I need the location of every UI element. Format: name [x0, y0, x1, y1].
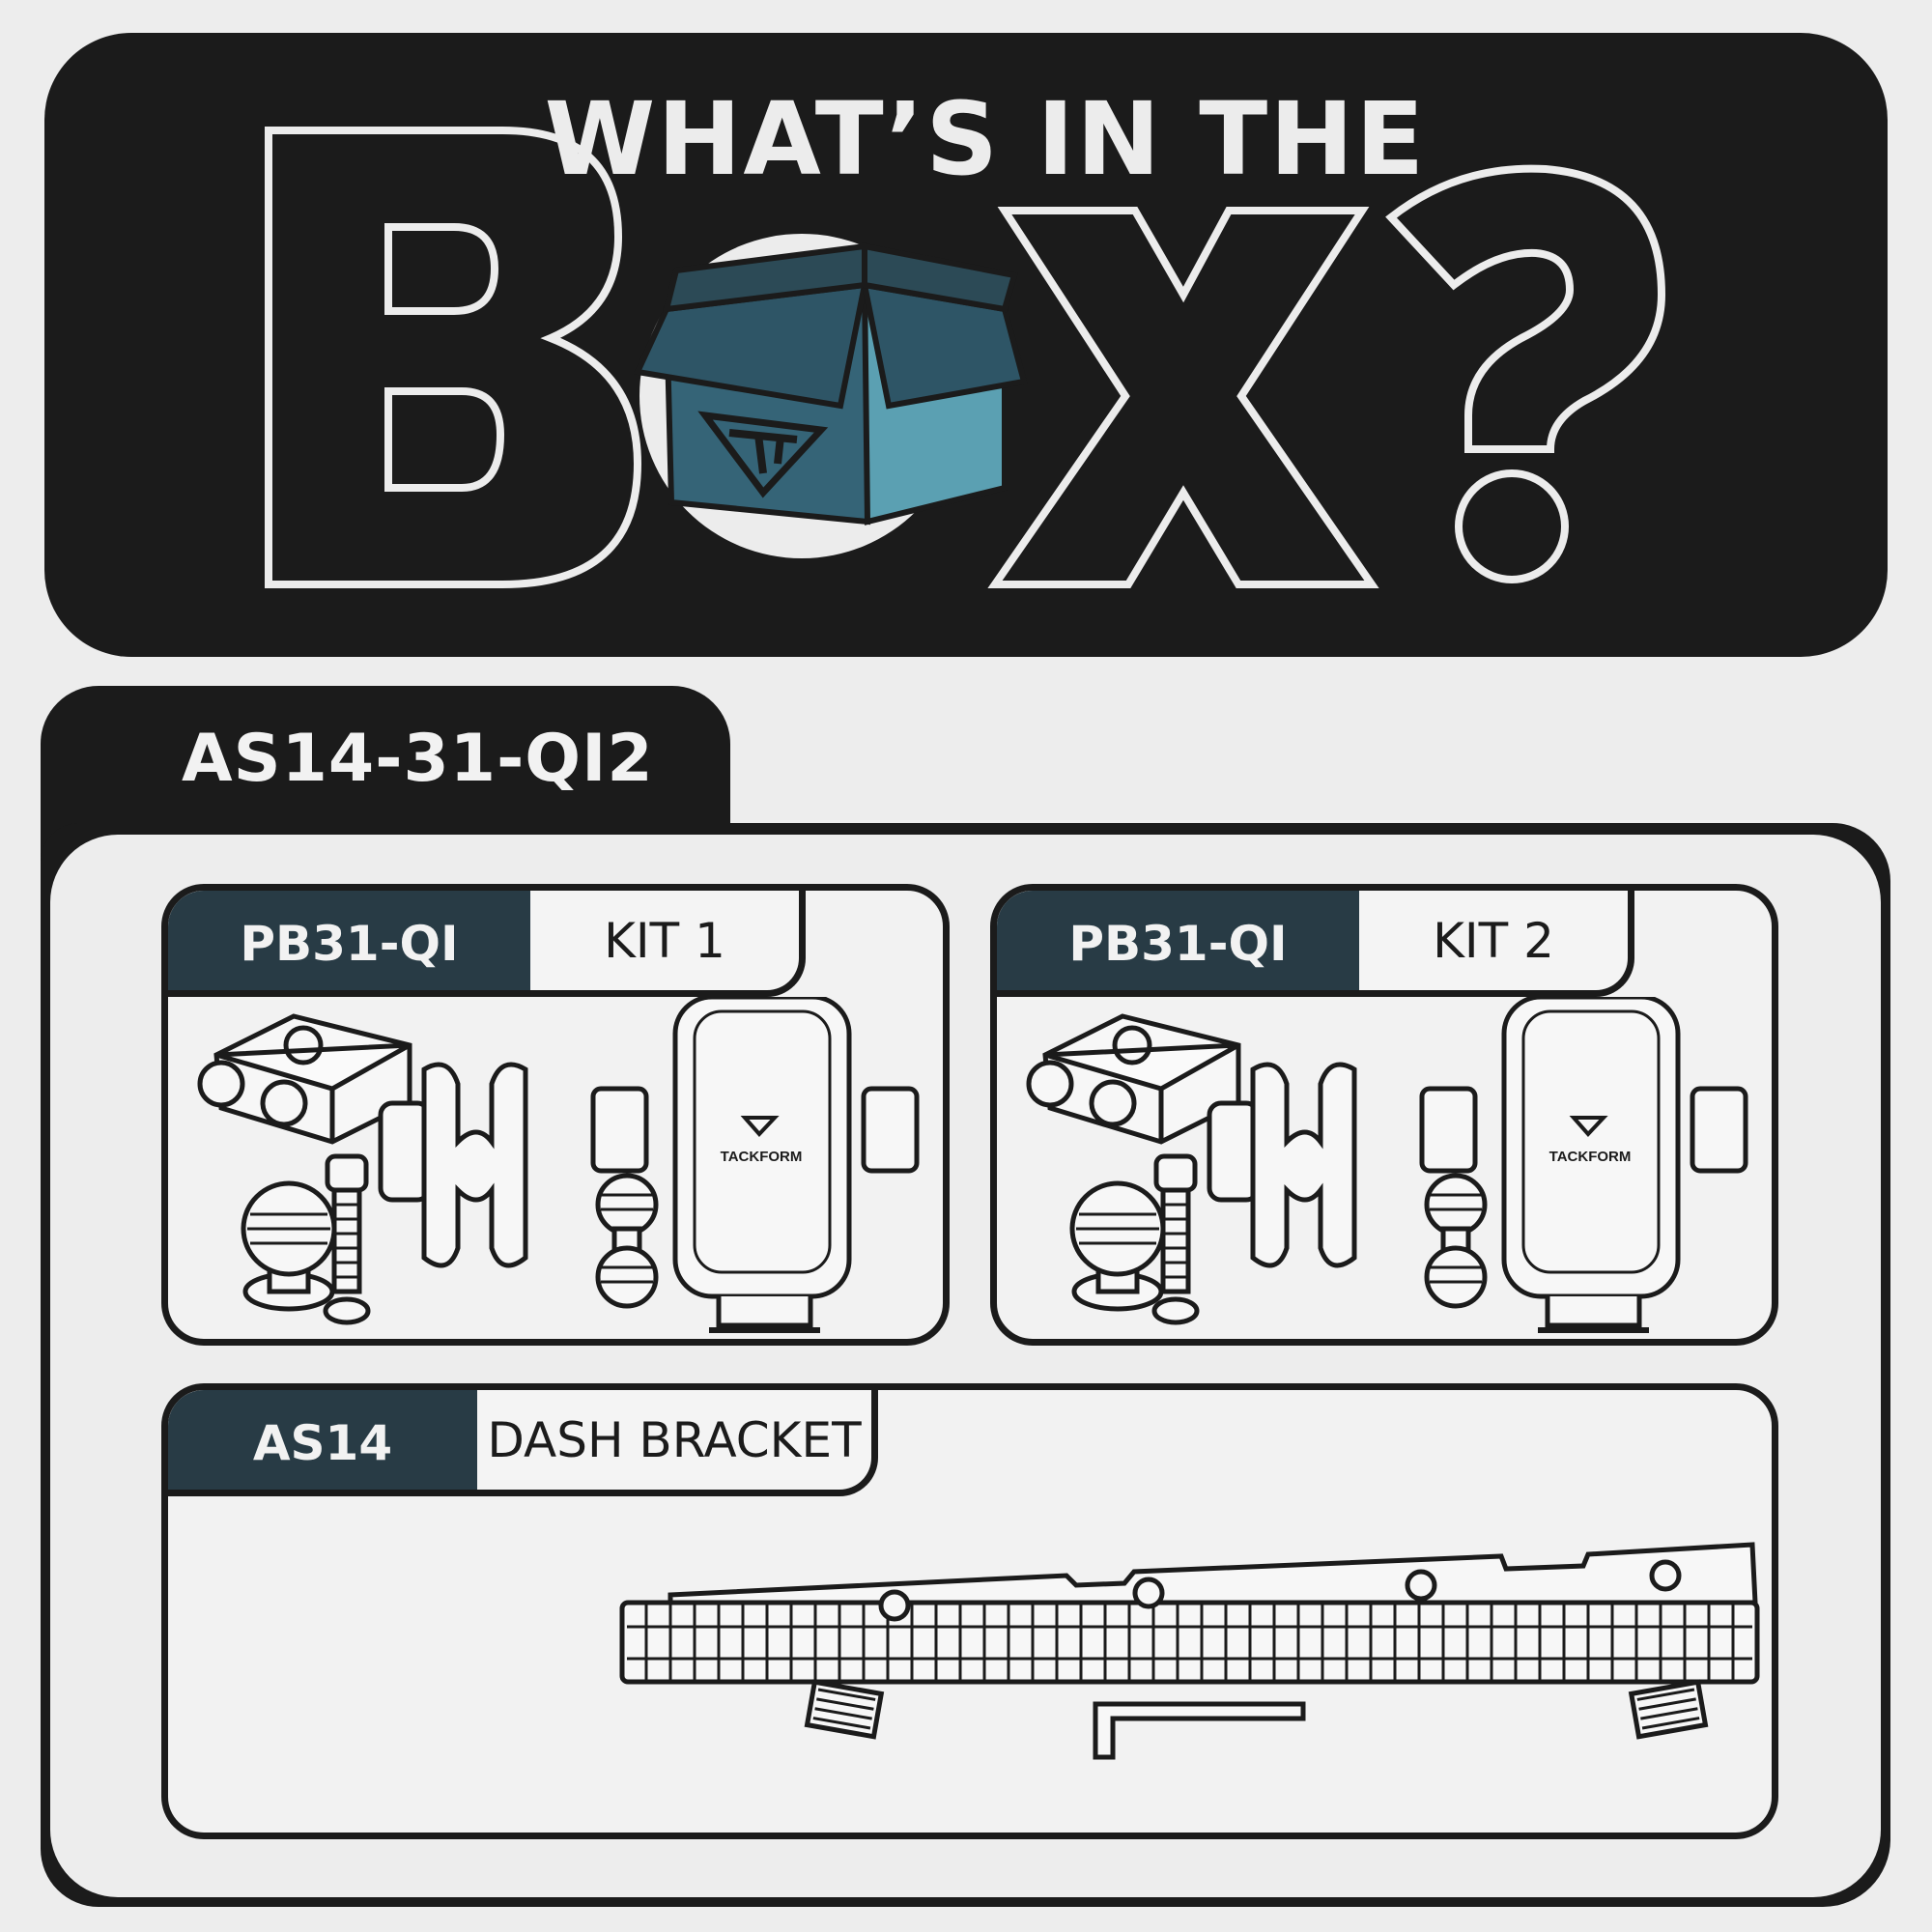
kit-1-label: KIT 1 [530, 891, 806, 997]
question-mark-outline [1385, 164, 1666, 453]
phone-holder-icon [1419, 997, 1748, 1333]
kit-2-code: PB31-QI [997, 891, 1359, 997]
tackform-logo-icon [697, 411, 829, 498]
kit-2-parts: TACKFORM [1026, 997, 1748, 1333]
header-title-line1: WHAT’S IN THE [544, 80, 1427, 198]
bracket-card: AS14 DASH BRACKET [161, 1383, 1778, 1839]
clamp-icon [197, 1013, 412, 1145]
kit-1-parts: TACKFORM [197, 997, 920, 1333]
ball-connector-icon [1424, 1173, 1488, 1309]
socket-arm-icon [1207, 1062, 1357, 1268]
dash-bracket-icon [619, 1542, 1760, 1685]
bolt-icon [1151, 1153, 1200, 1325]
ball-connector-icon [595, 1173, 659, 1309]
hex-key-icon [1093, 1701, 1306, 1760]
clamp-icon [1026, 1013, 1241, 1145]
bolt-icon [323, 1153, 371, 1325]
kit-2-card: PB31-QI KIT 2 [990, 884, 1778, 1346]
letter-b-outline [265, 127, 642, 588]
socket-arm-icon [378, 1062, 528, 1268]
kit-2-label: KIT 2 [1359, 891, 1634, 997]
bracket-label: DASH BRACKET [477, 1390, 878, 1496]
kit-2-brand: TACKFORM [1549, 1149, 1632, 1165]
phone-holder-icon [590, 997, 920, 1333]
bracket-code: AS14 [168, 1390, 477, 1496]
ball-mount-icon [1069, 1180, 1166, 1312]
foot-clamp-left-icon [804, 1679, 885, 1740]
box-icon [633, 242, 1028, 526]
box-title-graphic [265, 127, 1666, 588]
kit-1-code: PB31-QI [168, 891, 530, 997]
product-sku: AS14-31-QI2 [182, 721, 654, 797]
letter-x-outline [987, 207, 1379, 588]
kit-1-card: PB31-QI KIT 1 [161, 884, 950, 1346]
dash-bracket-parts [619, 1542, 1760, 1760]
ball-mount-icon [241, 1180, 337, 1312]
kit-1-brand: TACKFORM [721, 1149, 803, 1165]
foot-clamp-right-icon [1628, 1679, 1709, 1740]
